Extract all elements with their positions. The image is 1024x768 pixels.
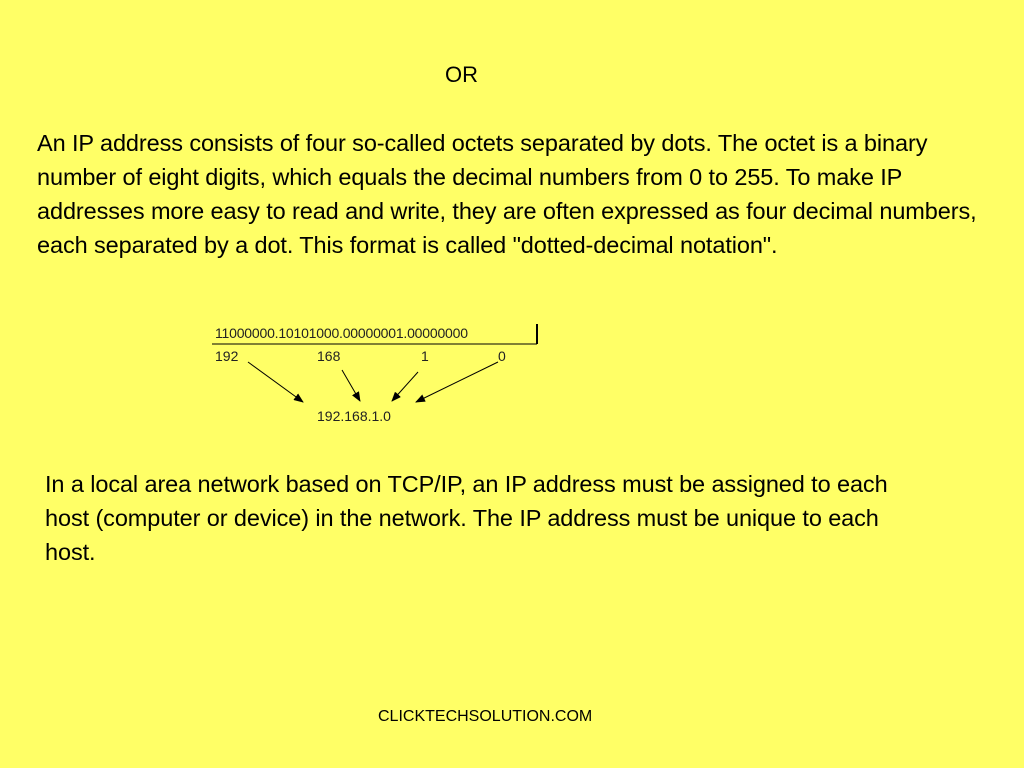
arrow-168: [341, 369, 361, 402]
octet-decimal-1: 192: [215, 348, 239, 364]
binary-address: 11000000.10101000.00000001.00000000: [215, 325, 468, 341]
dotted-decimal-result: 192.168.1.0: [317, 408, 391, 424]
footer-site-name: CLICKTECHSOLUTION.COM: [378, 708, 593, 725]
dotted-decimal-diagram: 11000000.10101000.00000001.00000000 192 …: [210, 320, 550, 430]
diagram-arrows: [212, 324, 538, 403]
octet-decimal-4: 0: [498, 348, 506, 364]
paragraph-lan-hosts: In a local area network based on TCP/IP,…: [45, 471, 888, 565]
slide-heading: OR: [445, 62, 478, 87]
arrow-0: [415, 361, 499, 403]
octet-decimal-3: 1: [421, 348, 429, 364]
octet-decimal-2: 168: [317, 348, 341, 364]
arrow-1: [391, 371, 419, 402]
paragraph-ip-octets: An IP address consists of four so-called…: [37, 130, 977, 258]
arrow-192: [247, 361, 304, 403]
